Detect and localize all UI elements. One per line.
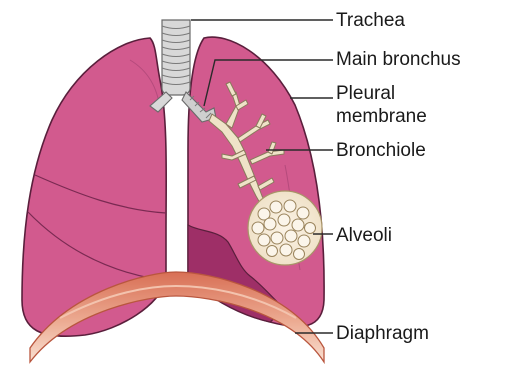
alveoli-label: Alveoli [336, 225, 392, 246]
alveoli-cluster [248, 191, 322, 265]
pleural-membrane-label-line2: membrane [336, 106, 427, 127]
diaphragm-label: Diaphragm [336, 323, 429, 344]
trachea-label: Trachea [336, 10, 405, 31]
pleural-membrane-label-line1: Pleural [336, 83, 395, 104]
bronchiole-label: Bronchiole [336, 140, 426, 161]
main-bronchus-label: Main bronchus [336, 49, 461, 70]
